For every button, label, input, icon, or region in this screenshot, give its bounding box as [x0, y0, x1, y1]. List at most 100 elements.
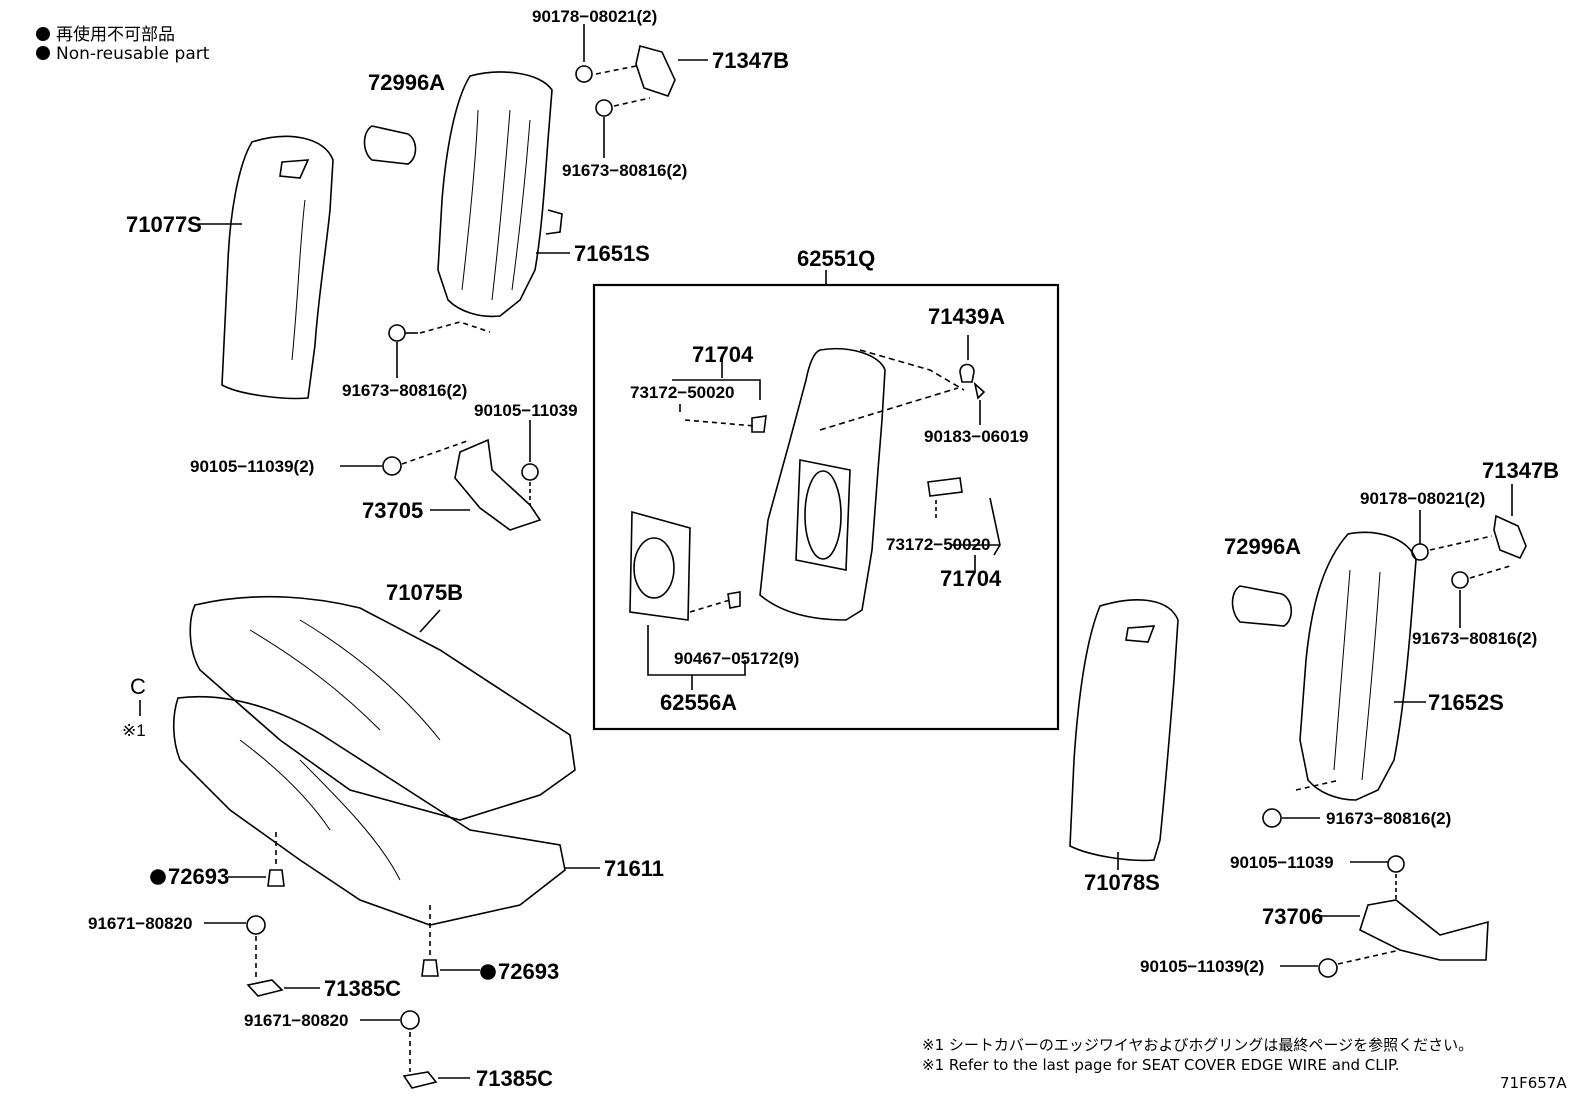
- label-90183-06019: 90183−06019: [924, 427, 1028, 446]
- bracket-71347B-shape: [1493, 514, 1527, 560]
- bracket-line: [989, 497, 1001, 556]
- nut-shape: [575, 65, 593, 83]
- non-reusable-dot-icon: [36, 27, 50, 41]
- label-71652S: 71652S: [1428, 690, 1504, 715]
- label-73706: 73706: [1262, 904, 1323, 929]
- label-72693: 72693: [498, 959, 559, 984]
- dashed-leader: [419, 321, 491, 334]
- headrest-support-72996A-shape: [1231, 585, 1293, 627]
- dashed-leader: [1429, 535, 1493, 551]
- seatback-cover-71077S-shape: [221, 135, 334, 400]
- hook-71385C-shape: [402, 1071, 438, 1089]
- label-73172-50020: 73172−50020: [886, 535, 990, 554]
- assembly-box-62551Q: [592, 283, 1060, 731]
- label-72996A: 72996A: [1224, 534, 1301, 559]
- seatback-cover-71078S-shape: [1069, 599, 1179, 862]
- label-90467-05172: 90467−05172(9): [674, 649, 799, 668]
- label-71704: 71704: [692, 342, 754, 367]
- non-reusable-dot-icon: [150, 869, 166, 885]
- headrest-support-72996A-shape: [363, 125, 417, 165]
- pad-rib-lines: [239, 739, 401, 881]
- label-91673-80816: 91673−80816(2): [1326, 809, 1451, 828]
- dashed-leader: [684, 419, 756, 427]
- legend-jp: 再使用不可部品: [36, 20, 175, 45]
- bolt-head-shape: [1318, 958, 1338, 978]
- bolt-head-shape: [388, 324, 406, 342]
- label-73172-50020: 73172−50020: [630, 383, 734, 402]
- label-c-symbol: C: [130, 674, 146, 699]
- bolt-head-shape: [1387, 855, 1405, 873]
- dashed-leader: [689, 599, 731, 613]
- pad-rib-lines: [1333, 569, 1381, 781]
- clip-72693-shape: [267, 869, 285, 887]
- dashed-leader: [819, 387, 959, 431]
- seam-line: [249, 619, 441, 741]
- dashed-leader: [1295, 779, 1341, 791]
- seat-cushion-pad-71611-shape: [172, 696, 566, 926]
- label-73705: 73705: [362, 498, 423, 523]
- dashed-leader: [401, 439, 471, 465]
- label-72996A: 72996A: [368, 70, 445, 95]
- bolt-head-shape: [1451, 571, 1469, 589]
- label-71385C: 71385C: [324, 976, 401, 1001]
- clip-90467-shape: [727, 591, 741, 609]
- legend-en: Non-reusable part: [36, 44, 209, 64]
- bolt-head-shape: [246, 915, 266, 935]
- bolt-head-shape: [400, 1010, 420, 1030]
- legend-jp-text: 再使用不可部品: [56, 25, 175, 45]
- figure-reference: 71F657A: [1500, 1074, 1567, 1092]
- speaker-ring-shape: [804, 470, 842, 560]
- clip-72693-shape: [421, 959, 439, 977]
- seat-cushion-cover-71075B-shape: [189, 595, 576, 821]
- bracket-line: [647, 625, 746, 676]
- note-en: ※1 Refer to the last page for SEAT COVER…: [922, 1056, 1400, 1074]
- label-71075B: 71075B: [386, 580, 463, 605]
- label-71078S: 71078S: [1084, 870, 1160, 895]
- seatback-pad-71652S-shape: [1299, 531, 1417, 801]
- label-91671-80820: 91671−80820: [88, 914, 192, 933]
- label-90105-11039-2: 90105−11039(2): [1140, 957, 1264, 976]
- dashed-leader: [859, 349, 965, 391]
- non-reusable-dot-icon: [480, 964, 496, 980]
- leader-line: [419, 609, 441, 633]
- bracket-73705-shape: [454, 438, 542, 531]
- label-72693: 72693: [168, 864, 229, 889]
- label-90105-11039-2: 90105−11039(2): [190, 457, 314, 476]
- label-71347B: 71347B: [1482, 458, 1559, 483]
- grille-mesh-shape: [633, 537, 675, 599]
- label-91671-80820: 91671−80820: [244, 1011, 348, 1030]
- label-91673-80816: 91673−80816(2): [342, 381, 467, 400]
- non-reusable-dot-icon: [36, 46, 50, 60]
- pad-tab-shape: [545, 209, 563, 235]
- bolt-head-shape: [521, 463, 539, 481]
- label-91673-80816: 91673−80816(2): [1412, 629, 1537, 648]
- dashed-leader: [595, 65, 637, 75]
- bracket-line: [672, 379, 761, 400]
- bracket-73706-shape: [1359, 899, 1489, 961]
- label-90178-08021: 90178−08021(2): [1360, 489, 1485, 508]
- leader-line: [950, 544, 1000, 572]
- seam-line: [291, 199, 306, 361]
- label-71347B: 71347B: [712, 48, 789, 73]
- spring-90183-shape: [973, 381, 986, 400]
- speaker-opening-shape: [795, 459, 851, 571]
- pad-rib-lines: [461, 109, 531, 301]
- seatback-pad-71651S-shape: [437, 71, 553, 318]
- bolt-head-shape: [1262, 808, 1282, 828]
- label-90105-11039: 90105−11039: [474, 401, 578, 420]
- bracket-71347B-shape: [635, 45, 676, 97]
- label-71439A: 71439A: [928, 304, 1005, 329]
- hook-71385C-shape: [246, 979, 284, 997]
- legend-en-text: Non-reusable part: [56, 44, 210, 64]
- clip-71704-shape: [751, 415, 767, 433]
- label-62556A: 62556A: [660, 690, 737, 715]
- seatback-board-62551Q-shape: [759, 347, 886, 621]
- bolt-head-shape: [382, 456, 402, 476]
- label-62551Q: 62551Q: [797, 246, 875, 271]
- clip-71439A-shape: [959, 363, 975, 383]
- label-71611: 71611: [604, 856, 664, 881]
- label-71704: 71704: [940, 566, 1002, 591]
- dashed-leader: [1469, 565, 1511, 579]
- dashed-leader: [1337, 949, 1401, 965]
